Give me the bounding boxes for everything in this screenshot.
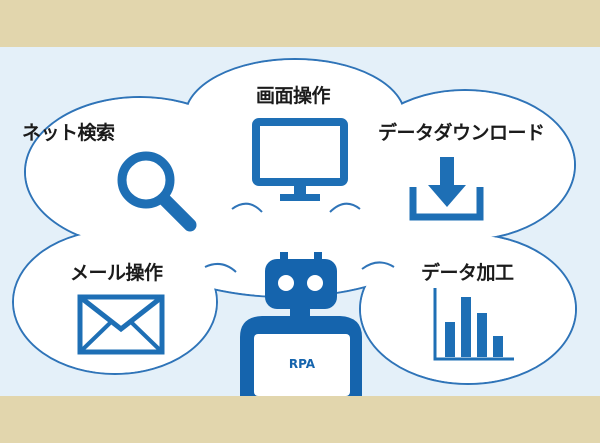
label-data-processing: データ加工 [421, 262, 514, 284]
label-mail-operation: メール操作 [70, 262, 163, 284]
thought-cloud [12, 58, 577, 385]
label-data-download: データダウンロード [378, 122, 545, 144]
envelope-icon [77, 294, 165, 355]
bar-chart-icon [433, 288, 514, 361]
label-web-search: ネット検索 [22, 122, 115, 144]
label-screen-operation: 画面操作 [256, 85, 331, 107]
diagram-panel: ネット検索 画面操作 データダウンロード メール操作 データ加工 RPA [0, 47, 600, 396]
robot-icon [240, 252, 362, 396]
rpa-cloud-diagram [12, 58, 577, 396]
download-icon [409, 157, 484, 221]
magnifier-icon [117, 151, 197, 232]
monitor-icon [252, 118, 348, 201]
rpa-label: RPA [288, 357, 316, 371]
